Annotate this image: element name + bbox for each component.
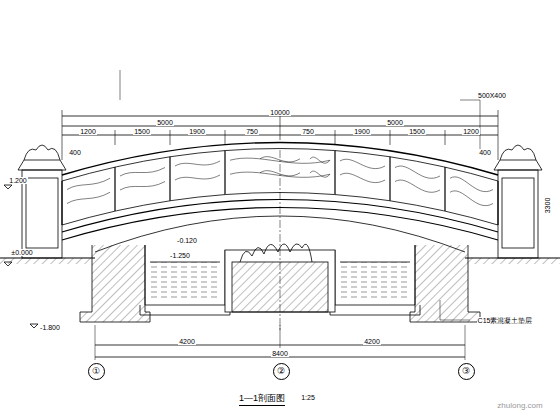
axis-number: ②: [277, 367, 285, 376]
dimension: 1200: [79, 128, 97, 135]
material-note: 500X400: [477, 92, 507, 99]
axis-circle: ③: [458, 363, 475, 380]
dimension: 750: [245, 128, 259, 135]
drawing-title: 1—1剖面图: [239, 392, 285, 406]
dimension: 1500: [133, 128, 151, 135]
dimension: 3300: [544, 196, 551, 214]
dimension: 400: [68, 149, 82, 156]
material-note: C15素混凝土垫层: [477, 317, 534, 324]
dimension: 10000: [269, 109, 290, 116]
dimension: 1500: [408, 128, 426, 135]
scale: 1:25: [300, 394, 316, 401]
axis-circle: ①: [88, 363, 105, 380]
dimension: 750: [301, 128, 315, 135]
elevation: -1.250: [169, 252, 191, 259]
dimension: 1200: [462, 128, 480, 135]
elevation: ±0.000: [10, 249, 33, 256]
dimension: 5000: [386, 119, 404, 126]
axis-number: ①: [92, 367, 100, 376]
dimension: 400: [478, 149, 492, 156]
dimension: 5000: [156, 119, 174, 126]
axis-number: ③: [462, 367, 470, 376]
dimension: 4200: [363, 338, 381, 345]
elevation: 1.200: [8, 177, 28, 184]
dimension: 1900: [188, 128, 206, 135]
watermark: zhulong.com: [496, 402, 543, 410]
axis-circle: ②: [273, 363, 290, 380]
elevation: -0.120: [176, 237, 198, 244]
dimension: 8400: [271, 350, 289, 357]
dimension: 4200: [178, 338, 196, 345]
elevation: -1.800: [39, 324, 61, 331]
dimension: 1900: [353, 128, 371, 135]
